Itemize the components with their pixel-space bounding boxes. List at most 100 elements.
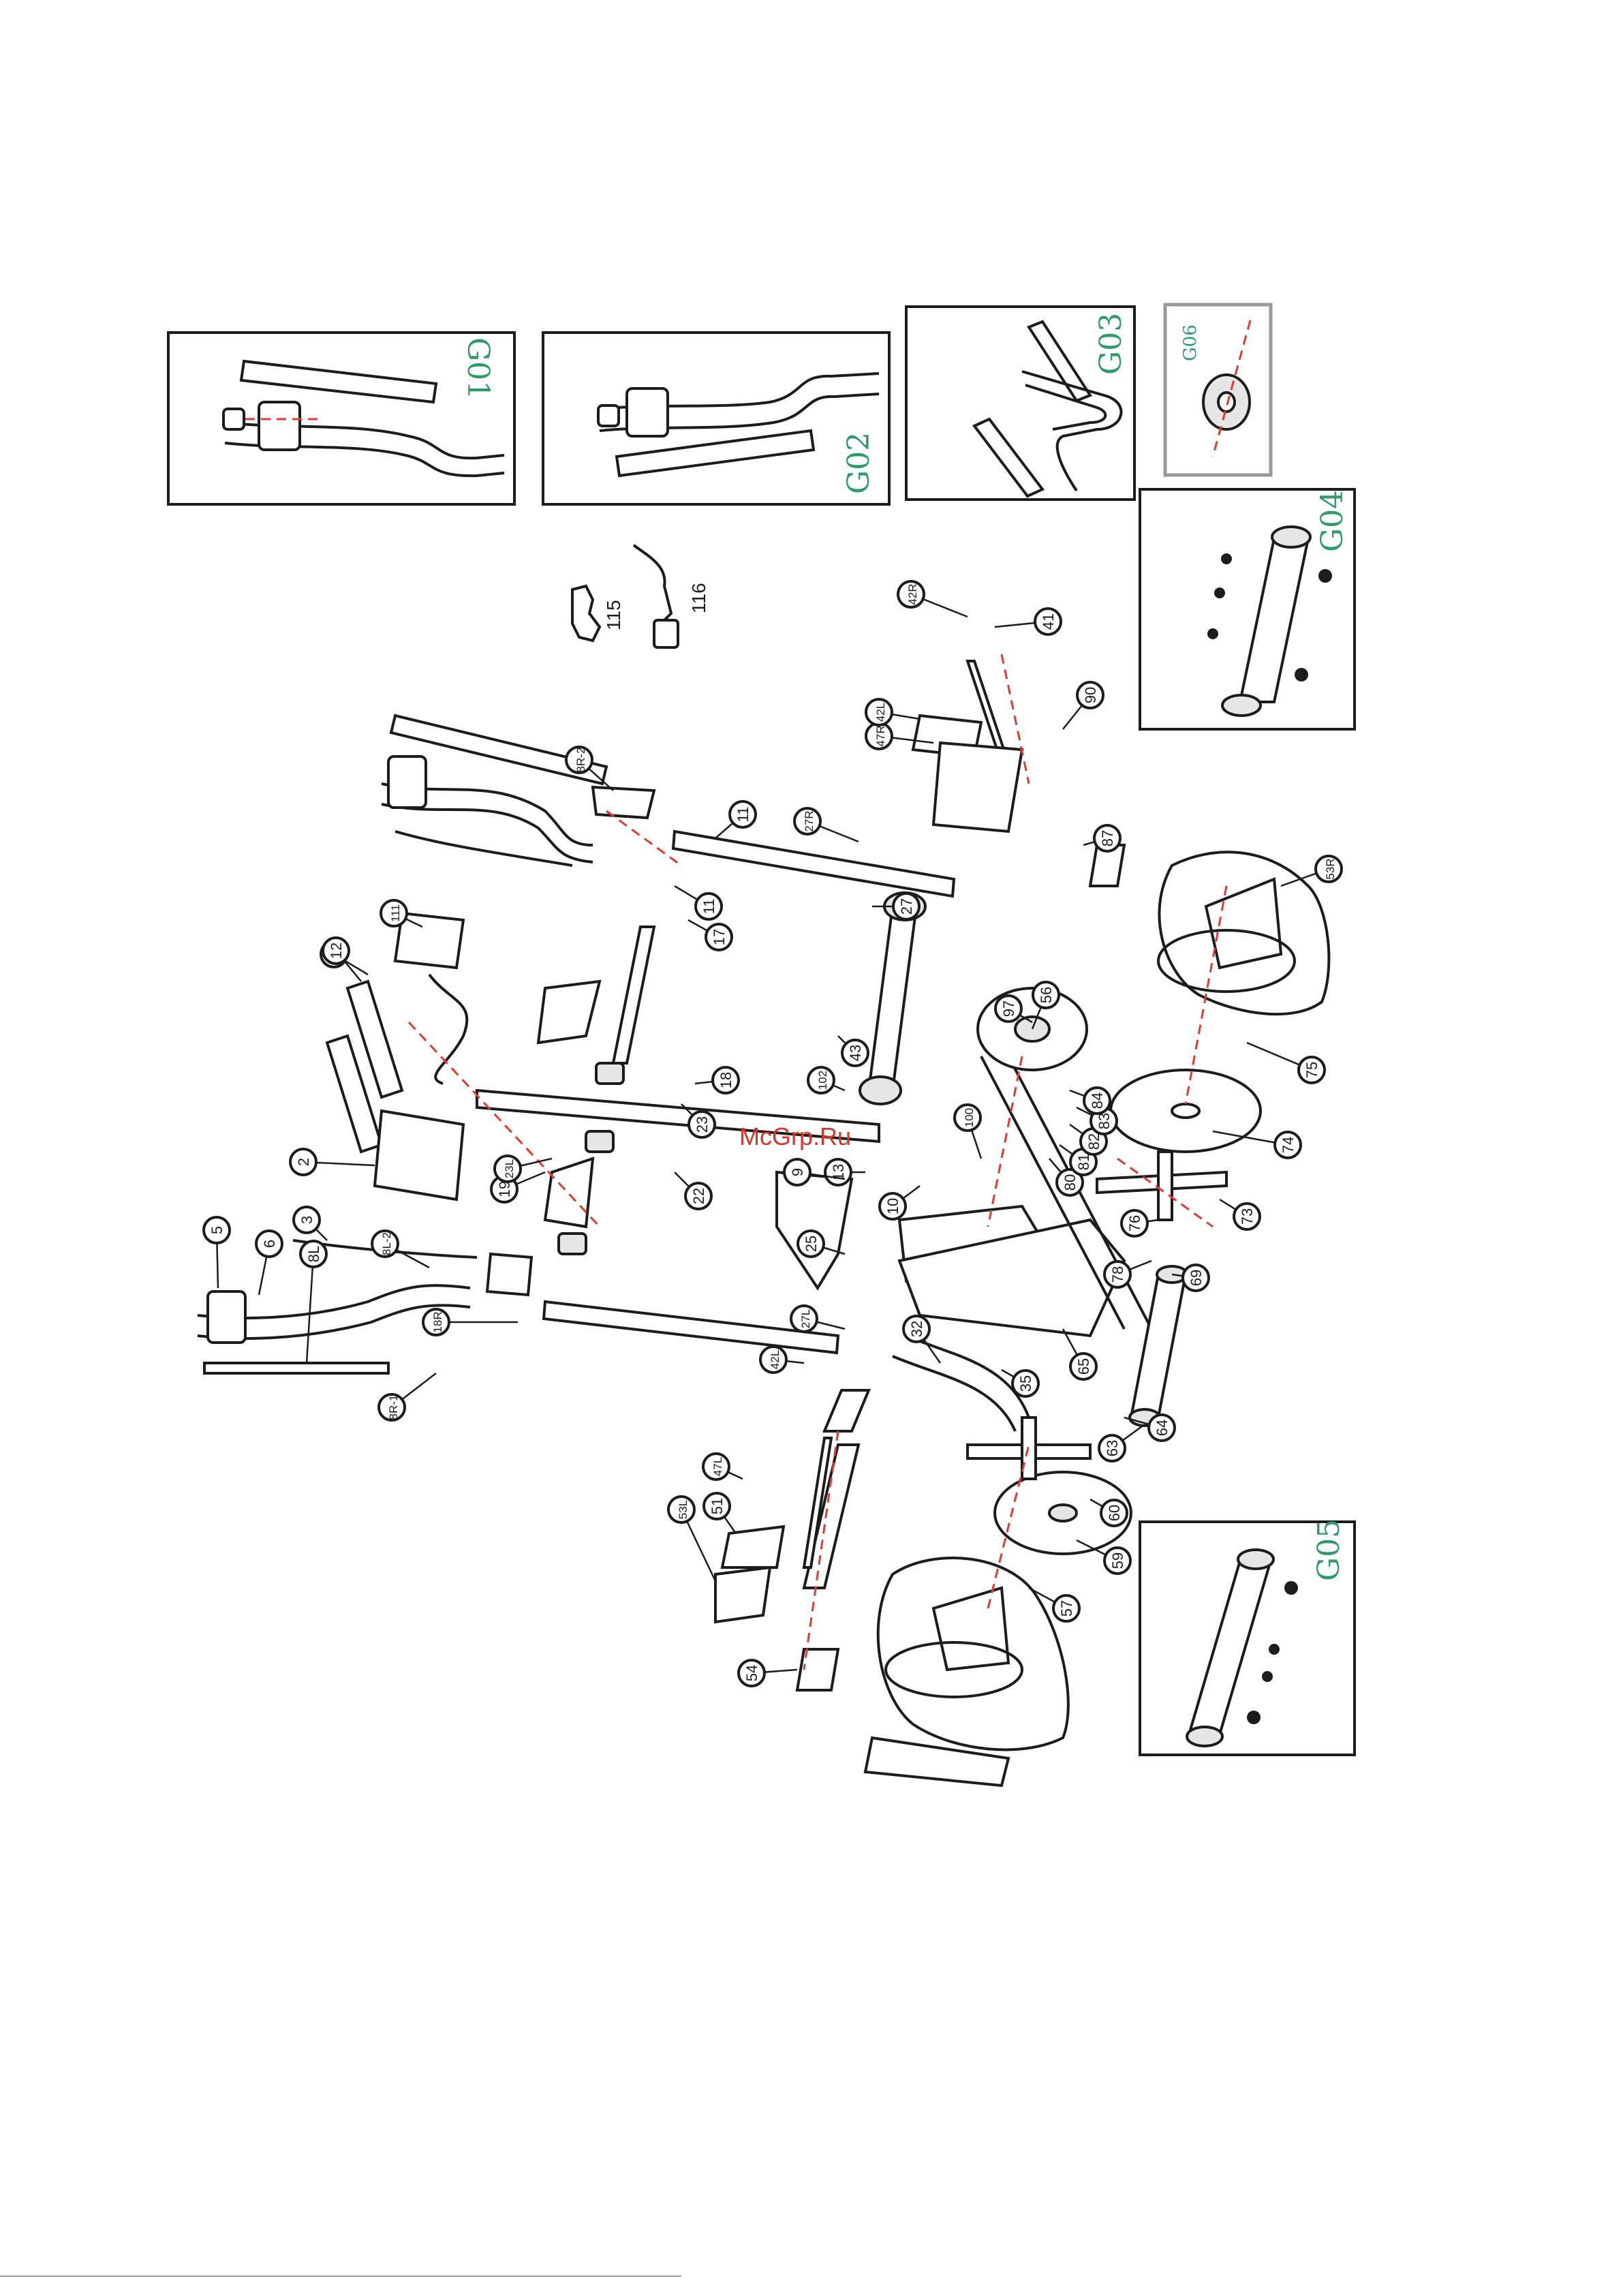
callout-label: 90 [1082,687,1099,703]
callout-27r: 27R [794,808,859,842]
inset-g03: G03 [906,307,1134,500]
power-adapter [654,620,678,647]
callout-label: 56 [1038,987,1055,1003]
callout-label: 12 [328,943,345,959]
callout-13: 13 [825,1159,865,1185]
pedal-bracket [722,1527,784,1567]
callout-label: 87 [1099,830,1116,846]
callout-label: 18 [717,1072,735,1088]
label-116: 116 [688,583,709,613]
callout-label: 23 [694,1116,711,1133]
callout-label: 80 [1062,1174,1079,1191]
upright-tube [869,906,916,1090]
watermark: McGrp.Ru [739,1122,851,1150]
callout-label: 74 [1280,1137,1297,1153]
inset-g05: G05 [1140,1519,1355,1755]
callout-label: 83 [1096,1113,1113,1129]
callout-17: 17 [688,920,732,950]
callout-12: 12 [323,938,361,981]
callout-label: 8L [305,1246,322,1262]
pedal [933,743,1022,831]
callout-label: 25 [803,1236,820,1252]
callout-label: 17 [711,929,728,945]
callout-18: 18 [695,1067,739,1093]
callout-100: 100 [955,1105,981,1159]
bracket [593,787,654,818]
callout-73: 73 [1220,1199,1260,1229]
curved-track [893,1356,1015,1431]
callout-label: 19 [496,1181,513,1197]
pedal-arm [824,1390,869,1431]
callout-label: 42L [874,703,887,722]
callout-11: 11 [675,886,722,919]
callout-label: 35 [1017,1375,1034,1392]
callout-42l: 42L [866,699,920,725]
callout-label: 53L [677,1500,690,1519]
inset-g06: G06 [1165,305,1271,475]
callout-label: 27 [898,898,915,915]
callout-label: 27R [803,810,816,831]
handlebar-clamp [627,388,668,436]
label-115: 115 [603,600,624,630]
shroud-left [878,1558,1068,1749]
callout-label: 97 [1000,1000,1017,1017]
callout-label: 42R [906,583,919,604]
front-handle [429,975,467,1084]
callout-42l: 42L [760,1347,804,1373]
callout-32: 32 [903,1316,940,1363]
end-cap [1222,695,1261,716]
callout-label: 53R [1324,858,1337,879]
callout-8r-1: 8R-1 [379,1373,436,1420]
callout-54: 54 [739,1660,797,1686]
upper-arm-tube [673,831,954,896]
callout-label: 43 [847,1045,864,1061]
handlebar-clamp [259,402,300,450]
callout-label: 5 [208,1226,226,1234]
callout-label: 54 [743,1665,760,1681]
callout-10: 10 [880,1186,920,1219]
curved-track [906,1336,1029,1418]
arm-handle-tube [382,804,593,862]
inset-label-g04: G04 [1315,490,1350,552]
callout-41: 41 [995,609,1061,634]
callout-27: 27 [872,893,919,919]
callout-2: 2 [290,1149,375,1175]
callout-label: 6 [261,1240,278,1248]
callout-8l-2: 8L-2 [372,1231,429,1268]
callout-78: 78 [1104,1261,1151,1287]
callout-label: 2 [295,1158,312,1166]
inset-label-g05: G05 [1312,1519,1346,1581]
wrench-tool [572,586,600,641]
callout-75: 75 [1247,1043,1325,1083]
callout-label: 102 [816,1071,829,1090]
center-axle [613,927,654,1063]
callout-label: 9 [789,1168,806,1176]
inset-g04: G04 [1140,489,1355,729]
callout-label: 8R-2 [574,748,587,773]
callout-22: 22 [675,1172,711,1209]
cover [545,1159,593,1227]
callout-90: 90 [1063,682,1103,729]
callout-87: 87 [1083,825,1120,851]
callout-label: 27L [799,1309,812,1328]
callout-102: 102 [808,1067,845,1093]
callout-label: 60 [1106,1505,1123,1521]
callout-label: 10 [884,1198,901,1214]
callout-label: 47R [874,725,887,746]
callout-42r: 42R [898,581,968,617]
callout-label: 84 [1089,1092,1106,1109]
callout-label: 63 [1104,1440,1121,1456]
callout-5: 5 [204,1217,230,1288]
tools: 115 116 [572,545,709,647]
callout-43: 43 [838,1036,868,1066]
callout-label: 76 [1126,1215,1143,1231]
callout-label: 100 [963,1108,976,1127]
console [375,1111,463,1199]
callout-label: 57 [1058,1600,1075,1617]
callout-label: 23L [503,1159,516,1178]
callout-3: 3 [294,1207,327,1240]
callout-47l: 47L [703,1454,743,1480]
callout-label: 8L-2 [380,1232,393,1255]
callout-label: 32 [908,1321,925,1337]
